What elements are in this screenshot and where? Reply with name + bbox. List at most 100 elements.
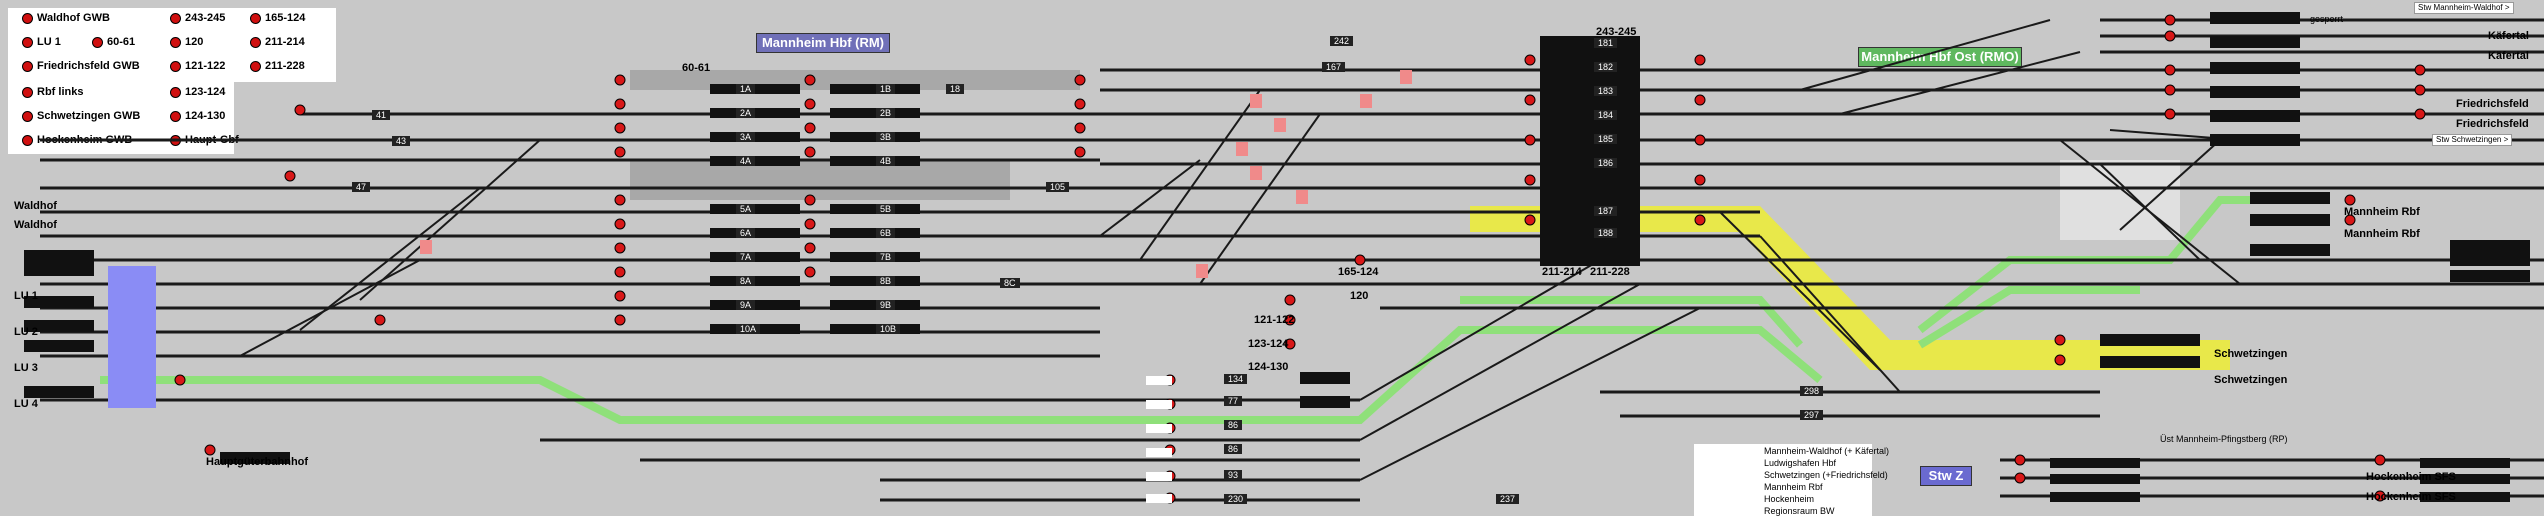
- signal-icon: [250, 12, 261, 24]
- track-label-298[interactable]: 298: [1800, 386, 1824, 396]
- legend-item-60-61[interactable]: 60-61: [92, 36, 135, 48]
- track-label-1b[interactable]: 1B: [876, 84, 896, 94]
- legend-item-124-130[interactable]: 124-130: [170, 110, 225, 122]
- label-121-122: 121-122: [1254, 314, 1295, 326]
- legend-item-123-124[interactable]: 123-124: [170, 86, 225, 98]
- platform-area: [2060, 160, 2180, 240]
- track-label-186[interactable]: 186: [1594, 158, 1618, 168]
- label-123-124: 123-124: [1248, 338, 1289, 350]
- track-label-134[interactable]: 134: [1224, 374, 1248, 384]
- label-kafertal: Käfertal: [2488, 30, 2529, 42]
- legend-item-165-124[interactable]: 165-124: [250, 12, 305, 24]
- track-label-297[interactable]: 297: [1800, 410, 1824, 420]
- signal-icon: [170, 60, 181, 72]
- label-waldhof: Waldhof: [14, 200, 57, 212]
- signal-icon: [170, 86, 181, 98]
- track-label-8c[interactable]: 8C: [1000, 278, 1020, 288]
- info-line: Ludwigshafen Hbf: [1764, 458, 1837, 468]
- track-label-187[interactable]: 187: [1594, 206, 1618, 216]
- track-label-47[interactable]: 47: [352, 182, 371, 192]
- link-stw-waldhof[interactable]: Stw Mannheim-Waldhof >: [2414, 2, 2514, 14]
- label-211-214: 211-214: [1542, 266, 1582, 278]
- track-label-6a[interactable]: 6A: [736, 228, 756, 238]
- label-120: 120: [1350, 290, 1369, 302]
- track-label-9b[interactable]: 9B: [876, 300, 896, 310]
- label-friedrichsfeld: Friedrichsfeld: [2456, 98, 2529, 110]
- track-label-105[interactable]: 105: [1046, 182, 1070, 192]
- track-label-167[interactable]: 167: [1322, 62, 1346, 72]
- track-label-188[interactable]: 188: [1594, 228, 1618, 238]
- track-label-8b[interactable]: 8B: [876, 276, 896, 286]
- track-label-5a[interactable]: 5A: [736, 204, 756, 214]
- legend-item-120[interactable]: 120: [170, 36, 203, 48]
- track-label-10b[interactable]: 10B: [876, 324, 901, 334]
- track-label-8a[interactable]: 8A: [736, 276, 756, 286]
- info-line: Schwetzingen (+Friedrichsfeld): [1764, 470, 1888, 480]
- track-label-4a[interactable]: 4A: [736, 156, 756, 166]
- legend-item-friedrichsfeld-gwb[interactable]: Friedrichsfeld GWB: [22, 60, 140, 72]
- track-label-182[interactable]: 182: [1594, 62, 1618, 72]
- legend-panel-lower: [8, 82, 234, 154]
- legend-item-rbf-links[interactable]: Rbf links: [22, 86, 83, 98]
- track-label-183[interactable]: 183: [1594, 86, 1618, 96]
- signal-icon: [170, 110, 181, 122]
- signal-icon: [22, 86, 33, 98]
- signal-icon: [170, 12, 181, 24]
- station-header-mannheim-hbf[interactable]: Mannheim Hbf (RM): [756, 33, 890, 53]
- track-label-77[interactable]: 77: [1224, 396, 1243, 406]
- signal-icon: [250, 60, 261, 72]
- signal-icon: [22, 110, 33, 122]
- track-connections: [239, 19, 2241, 481]
- track-label-3a[interactable]: 3A: [736, 132, 756, 142]
- track-label-93[interactable]: 93: [1224, 470, 1243, 480]
- label-hockenheim-sfs-2: Hockenheim SFS: [2366, 491, 2456, 503]
- label-kafertal-2: Käfertal: [2488, 50, 2529, 62]
- lu-highlight-area: [108, 266, 156, 408]
- info-line: Regionsraum BW: [1764, 506, 1835, 516]
- legend-item-211-214[interactable]: 211-214: [250, 36, 305, 48]
- signal-icon: [22, 36, 33, 48]
- legend-item-121-122[interactable]: 121-122: [170, 60, 225, 72]
- track-label-18[interactable]: 18: [946, 84, 965, 94]
- track-label-2a[interactable]: 2A: [736, 108, 756, 118]
- platform-area: [630, 160, 1010, 200]
- track-label-185[interactable]: 185: [1594, 134, 1618, 144]
- label-schwetzingen: Schwetzingen: [2214, 348, 2288, 360]
- track-label-181[interactable]: 181: [1594, 38, 1618, 48]
- label-165-124: 165-124: [1338, 266, 1379, 278]
- legend-item-schwetzingen-gwb[interactable]: Schwetzingen GWB: [22, 110, 140, 122]
- track-label-7a[interactable]: 7A: [736, 252, 756, 262]
- track-label-6b[interactable]: 6B: [876, 228, 896, 238]
- link-stw-schwetzingen[interactable]: Stw Schwetzingen >: [2432, 134, 2513, 146]
- signal-icon: [22, 12, 33, 24]
- track-label-4b[interactable]: 4B: [876, 156, 896, 166]
- track-label-1a[interactable]: 1A: [736, 84, 756, 94]
- label-waldhof-2: Waldhof: [14, 219, 57, 231]
- label-friedrichsfeld-2: Friedrichsfeld: [2456, 118, 2529, 130]
- label-hauptgueterbahnhof: Hauptgüterbahnhof: [206, 456, 309, 468]
- legend-item-211-228[interactable]: 211-228: [250, 60, 305, 72]
- info-line: Mannheim Rbf: [1764, 482, 1823, 492]
- track-label-242[interactable]: 242: [1330, 36, 1354, 46]
- track-label-43[interactable]: 43: [392, 136, 411, 146]
- stellwerk-header[interactable]: Stw Z: [1920, 466, 1972, 486]
- track-label-237[interactable]: 237: [1496, 494, 1520, 504]
- track-label-86a[interactable]: 86: [1224, 420, 1243, 430]
- legend-item-waldhof-gwb[interactable]: Waldhof GWB: [22, 12, 110, 24]
- label-lu3: LU 3: [14, 362, 38, 374]
- track-label-2b[interactable]: 2B: [876, 108, 896, 118]
- signal-icon: [22, 60, 33, 72]
- track-label-184[interactable]: 184: [1594, 110, 1618, 120]
- track-label-86b[interactable]: 86: [1224, 444, 1243, 454]
- track-label-9a[interactable]: 9A: [736, 300, 756, 310]
- track-label-230[interactable]: 230: [1224, 494, 1248, 504]
- legend-item-243-245[interactable]: 243-245: [170, 12, 225, 24]
- track-label-10a[interactable]: 10A: [736, 324, 761, 334]
- signal-icon: [92, 36, 103, 48]
- track-label-41[interactable]: 41: [372, 110, 391, 120]
- track-label-7b[interactable]: 7B: [876, 252, 896, 262]
- legend-item-lu1[interactable]: LU 1: [22, 36, 61, 48]
- track-label-3b[interactable]: 3B: [876, 132, 896, 142]
- track-label-5b[interactable]: 5B: [876, 204, 896, 214]
- label-mannheim-rbf: Mannheim Rbf: [2344, 206, 2420, 218]
